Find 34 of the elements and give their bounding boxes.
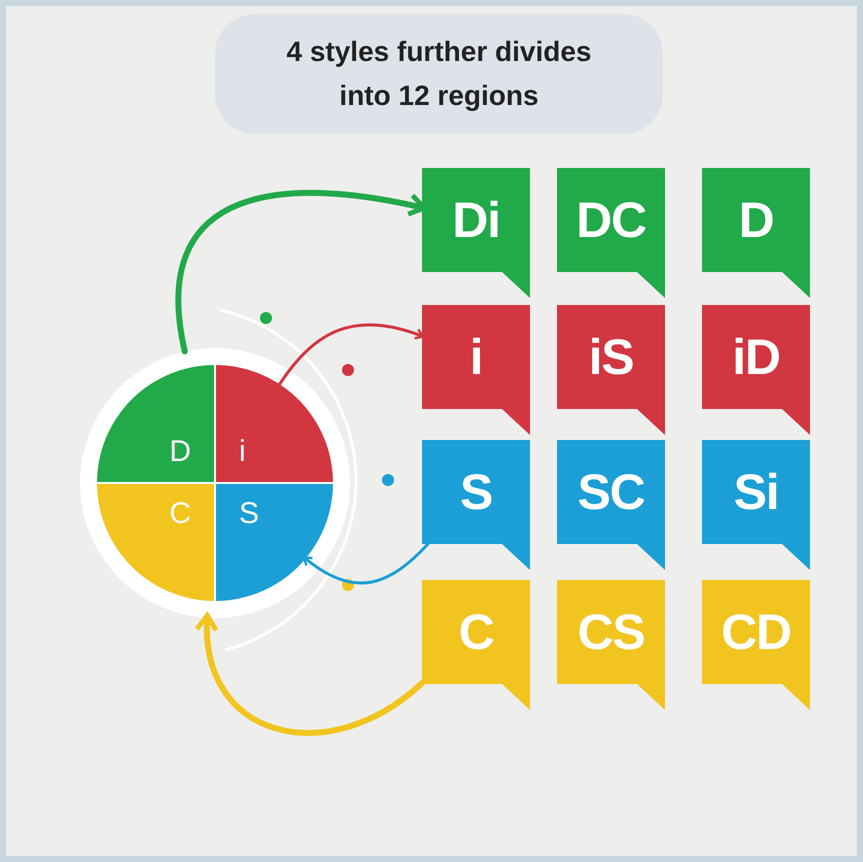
speech-bubble <box>702 440 810 570</box>
pie-quadrant <box>215 365 333 483</box>
style-letter: i <box>239 437 246 467</box>
curved-arrow <box>196 612 425 736</box>
style-letter: C <box>169 499 191 529</box>
region-label: CS <box>578 607 644 657</box>
speech-bubble <box>557 305 665 435</box>
curved-arrow <box>302 542 430 585</box>
speech-bubble <box>422 580 530 710</box>
region-label: CD <box>721 607 791 657</box>
region-label: i <box>470 332 482 382</box>
region-label: Di <box>452 195 500 245</box>
speech-bubble <box>702 305 810 435</box>
curved-arrow <box>278 323 424 387</box>
region-label: iD <box>732 332 780 382</box>
region-label: DC <box>576 195 646 245</box>
speech-bubble <box>557 440 665 570</box>
region-label: iS <box>588 332 634 382</box>
style-letter: D <box>169 437 191 467</box>
region-label: SC <box>578 467 644 517</box>
speech-bubble <box>557 580 665 710</box>
speech-bubble <box>557 168 665 298</box>
pie-quadrant <box>215 483 333 601</box>
region-label: S <box>460 467 492 517</box>
region-label: Si <box>734 467 778 517</box>
speech-bubble <box>702 580 810 710</box>
region-label: D <box>738 195 774 245</box>
title-text: 4 styles further divides into 12 regions <box>285 35 592 113</box>
speech-bubble <box>422 305 530 435</box>
speech-bubble <box>422 168 530 298</box>
style-letter: S <box>239 499 260 529</box>
speech-bubble <box>422 440 530 570</box>
region-label: C <box>458 607 494 657</box>
speech-bubble <box>702 168 810 298</box>
